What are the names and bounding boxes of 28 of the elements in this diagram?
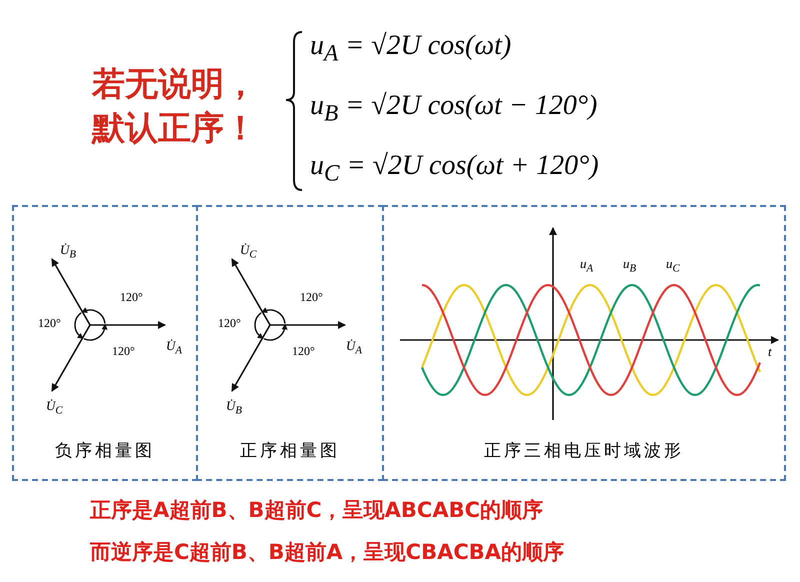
equation: u$_{A}$ = √2U cos(ωt) — [310, 30, 512, 68]
phasor-label: U̇$_{B}$ — [226, 398, 242, 417]
angle-label: 120° — [120, 290, 143, 305]
curve-label: u$_{C}$ — [666, 256, 680, 275]
equation: u$_{B}$ = √2U cos(ωt − 120°) — [310, 90, 598, 128]
curve-label: u$_{A}$ — [580, 256, 594, 275]
equation: u$_{C}$ = √2U cos(ωt + 120°) — [310, 150, 599, 188]
dashed-panel — [382, 205, 786, 481]
dashed-panel — [196, 205, 384, 481]
angle-label: 120° — [218, 316, 241, 331]
angle-label: 120° — [112, 344, 135, 359]
phasor-label: U̇$_{A}$ — [166, 338, 182, 357]
angle-label: 120° — [292, 344, 315, 359]
phasor-label: U̇$_{C}$ — [46, 398, 63, 417]
curve-label: t — [768, 344, 772, 360]
angle-label: 120° — [300, 290, 323, 305]
curve-label: u$_{B}$ — [623, 256, 636, 275]
phasor-label: U̇$_{A}$ — [346, 338, 362, 357]
panel-caption: 负序相量图 — [54, 440, 156, 462]
heading-text: 若无说明，默认正序！ — [92, 63, 258, 149]
panel-caption: 正序相量图 — [239, 440, 341, 462]
angle-label: 120° — [38, 316, 61, 331]
note-text: 正序是A超前B、B超前C，呈现ABCABC的顺序 — [90, 497, 544, 524]
panel-caption: 正序三相电压时域波形 — [483, 440, 685, 462]
note-text: 而逆序是C超前B、B超前A，呈现CBACBA的顺序 — [90, 539, 564, 566]
phasor-label: U̇$_{C}$ — [240, 242, 257, 261]
phasor-label: U̇$_{B}$ — [60, 242, 76, 261]
dashed-panel — [12, 205, 198, 481]
